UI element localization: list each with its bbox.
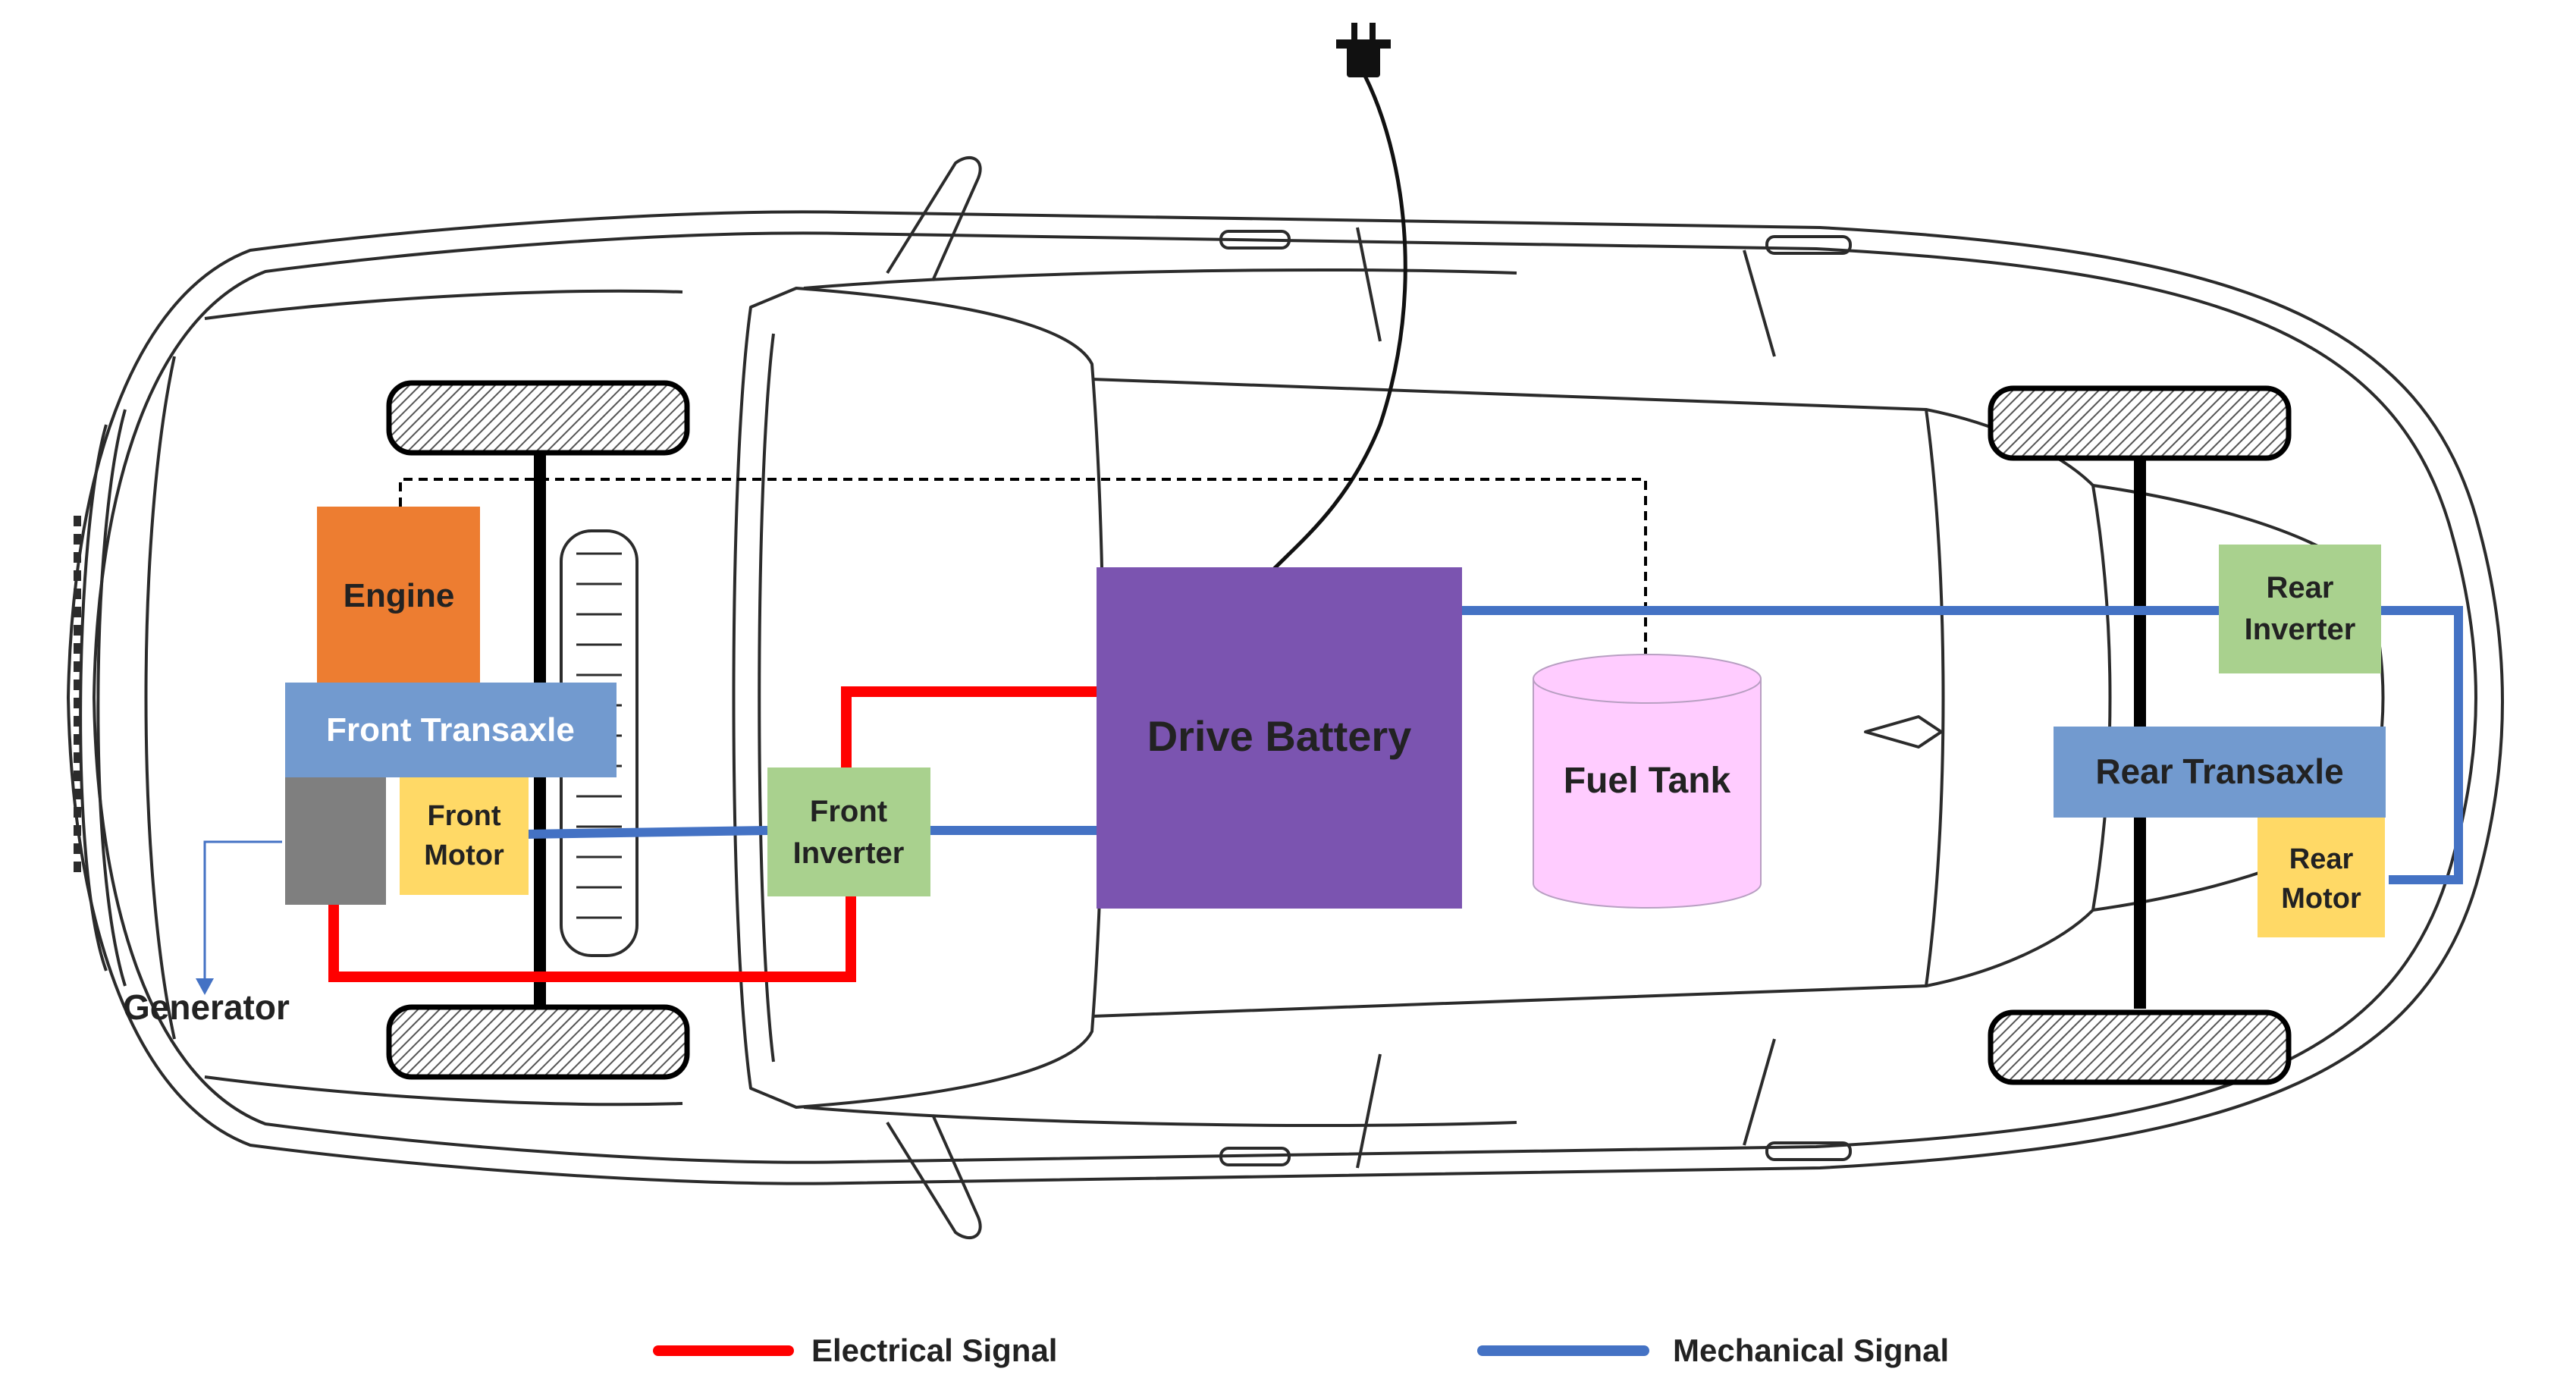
charging-cable [1272,74,1407,570]
engine-label: Engine [344,577,455,614]
rear-inverter-label-1: Rear [2267,571,2334,604]
drive-battery-box [1097,567,1462,909]
legend-electrical-label: Electrical Signal [811,1333,1057,1368]
front-transaxle-box [285,683,617,777]
fuel-tank-cylinder [1533,654,1762,909]
drive-battery-label: Drive Battery [1147,712,1412,760]
car-outline [67,155,2504,1240]
front-right-wheel [386,1004,690,1080]
rear-inverter-label-2: Inverter [2245,613,2356,646]
front-transaxle-label: Front Transaxle [326,711,575,749]
front-left-wheel [386,380,690,456]
legend-mechanical-label: Mechanical Signal [1673,1333,1949,1368]
generator-label: Generator [123,987,290,1027]
rear-right-wheel [1988,1009,2292,1085]
front-motor-label-2: Motor [424,840,504,871]
power-plug-icon [1336,23,1391,77]
mechanical-connections [524,606,2463,884]
generator-box [285,777,386,905]
engine-box [317,507,480,689]
front-inverter-box [767,767,930,896]
rear-motor-label-2: Motor [2281,883,2361,915]
front-motor-box [400,777,529,895]
generator-pointer [196,840,282,995]
front-inverter-label-1: Front [810,795,887,828]
rear-transaxle-label: Rear Transaxle [2095,752,2343,791]
rear-transaxle-box [2054,727,2386,818]
rear-motor-label-1: Rear [2289,843,2354,875]
electrical-connections [328,686,1097,982]
front-motor-label-1: Front [427,800,500,832]
legend: Electrical Signal Mechanical Signal [653,1333,1949,1368]
front-inverter-label-2: Inverter [793,837,905,870]
fuel-tank-label: Fuel Tank [1564,761,1731,801]
rear-inverter-box [2219,545,2381,673]
rear-left-wheel [1988,385,2292,461]
rear-motor-box [2258,818,2385,937]
